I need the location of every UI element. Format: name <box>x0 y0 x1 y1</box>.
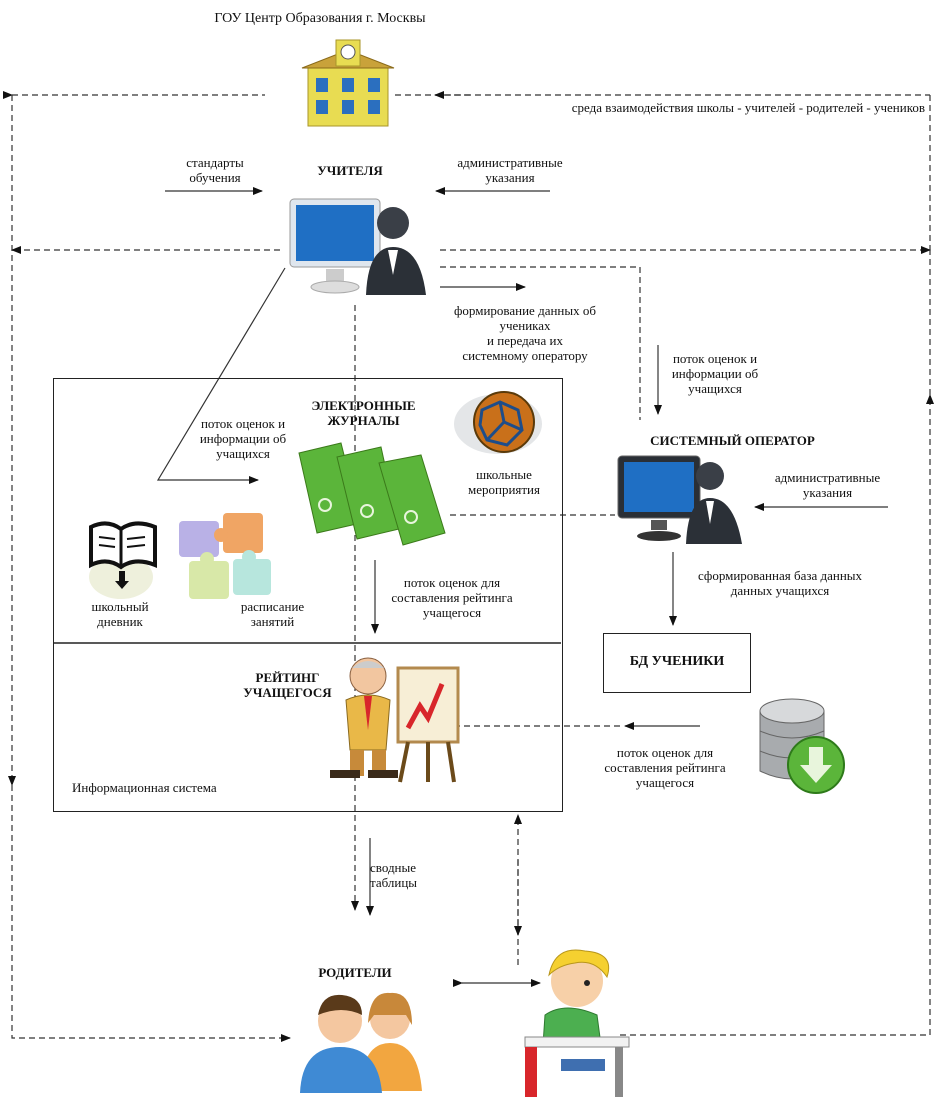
operator-computer-icon <box>617 455 742 544</box>
environment-label: среда взаимодействия школы - учителей - … <box>571 100 925 115</box>
school-diary-icon <box>89 521 157 599</box>
teachers-title: УЧИТЕЛЯ <box>317 163 383 178</box>
schedule-puzzle-icon <box>179 513 271 599</box>
school-building-icon <box>301 39 395 127</box>
parents-title: РОДИТЕЛИ <box>318 965 392 980</box>
info-system-box <box>53 378 563 812</box>
operator-title: СИСТЕМНЫЙ ОПЕРАТОР <box>650 433 815 448</box>
teacher-computer-icon <box>289 198 426 295</box>
database-icon <box>759 698 845 794</box>
electronic-journals-icon <box>298 442 446 546</box>
teacher-operator-line <box>440 266 641 420</box>
student-icon <box>524 949 630 1097</box>
db-label-box <box>603 633 751 693</box>
teacher-journals-line <box>156 267 286 484</box>
rating-presenter-icon <box>330 657 460 783</box>
frame-left-bottom <box>11 785 291 1042</box>
org-title: ГОУ Центр Образования г. Москвы <box>214 11 426 26</box>
parents-icon <box>300 992 422 1093</box>
db-label: БД УЧЕНИКИ <box>629 654 725 669</box>
info-system-label: Информационная система <box>72 780 217 795</box>
school-events-icon <box>454 391 542 454</box>
